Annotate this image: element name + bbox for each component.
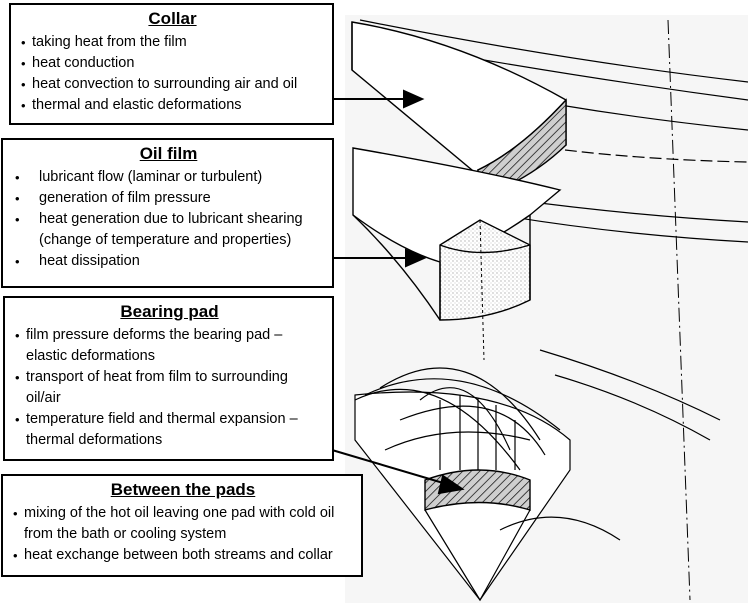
list-item: transport of heat from film to surroundi…	[15, 367, 324, 409]
list-item: heat exchange between both streams and c…	[13, 545, 353, 566]
list-item: lubricant flow (laminar or turbulent)	[13, 167, 324, 188]
collar-box: Collar taking heat from the film heat co…	[9, 3, 334, 125]
pointer-arrows	[331, 89, 465, 495]
collar-segment	[351, 21, 567, 199]
between-pads-list: mixing of the hot oil leaving one pad wi…	[13, 503, 353, 566]
oil-film-block	[352, 147, 562, 361]
list-item: film pressure deforms the bearing pad – …	[15, 325, 324, 367]
list-item: heat conduction	[21, 53, 324, 74]
oil-film-box: Oil film lubricant flow (laminar or turb…	[1, 138, 334, 288]
list-item: heat dissipation	[13, 251, 324, 272]
center-axis	[667, 19, 691, 601]
between-pads-title: Between the pads	[110, 480, 256, 499]
collar-list: taking heat from the film heat conductio…	[21, 32, 324, 116]
collar-title: Collar	[148, 9, 197, 28]
between-pads-box: Between the pads mixing of the hot oil l…	[1, 474, 363, 577]
oil-film-list: lubricant flow (laminar or turbulent) ge…	[13, 167, 324, 272]
list-item: heat convection to surrounding air and o…	[21, 74, 324, 95]
oil-film-title: Oil film	[139, 144, 198, 163]
bearing-pad-list: film pressure deforms the bearing pad – …	[15, 325, 324, 451]
bearing-pad-title: Bearing pad	[120, 302, 219, 321]
list-item: mixing of the hot oil leaving one pad wi…	[13, 503, 353, 545]
list-item: heat generation due to lubricant shearin…	[13, 209, 324, 251]
bearing-pad-box: Bearing pad film pressure deforms the be…	[3, 296, 334, 461]
bearing-pad	[354, 367, 621, 602]
list-item: taking heat from the film	[21, 32, 324, 53]
list-item: temperature field and thermal expansion …	[15, 409, 324, 451]
list-item: generation of film pressure	[13, 188, 324, 209]
list-item: thermal and elastic deformations	[21, 95, 324, 116]
